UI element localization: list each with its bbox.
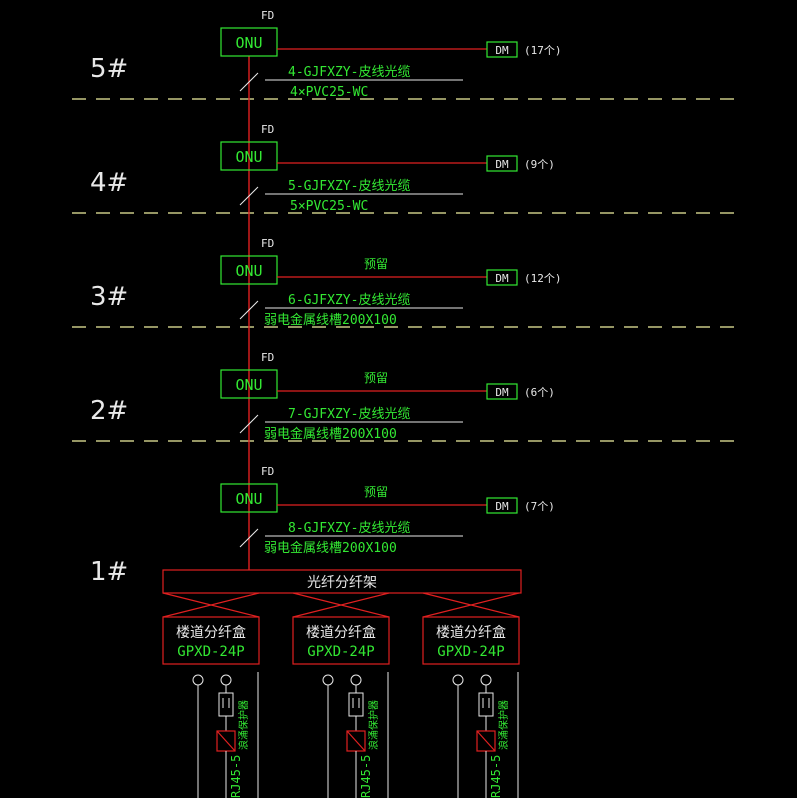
surge-protector-mark	[216, 730, 236, 752]
dm-box	[486, 269, 518, 286]
floor-3: 3# FD ONU 预留 DM (12个) 6-GJFXZY-皮线光缆弱电金属线槽200X1…	[90, 237, 562, 328]
dm-label: DM	[495, 386, 509, 399]
floor-2: 2# FD ONU 预留 DM (6个) 7-GJFXZY-皮线光缆弱电金属线槽200X10…	[90, 351, 555, 442]
onu-box	[220, 255, 278, 285]
conduit-label: 弱电金属线槽200X100	[264, 540, 397, 556]
box-outline	[292, 616, 390, 665]
dm-label: DM	[495, 272, 509, 285]
conduit-label: 5×PVC25-WC	[290, 199, 368, 214]
floor-label: 4#	[90, 168, 128, 198]
reserve-label: 预留	[364, 485, 388, 499]
distribution-box-2: 楼道分纤盒 GPXD-24P 浪涌保护器 RJ45-5	[292, 592, 390, 798]
box-model: GPXD-24P	[177, 644, 244, 660]
dm-label: DM	[495, 44, 509, 57]
fd-label: FD	[261, 9, 274, 22]
cable-label: 8-GJFXZY-皮线光缆	[288, 520, 410, 536]
protector-label: 浪涌保护器	[497, 700, 510, 750]
fiber-distribution-frame: 光纤分纤架	[162, 569, 522, 594]
connector-cross	[422, 592, 520, 618]
dm-label: DM	[495, 500, 509, 513]
dm-label: DM	[495, 158, 509, 171]
connector-cross	[292, 592, 390, 618]
box-name: 楼道分纤盒	[176, 624, 246, 641]
box-outline	[162, 616, 260, 665]
conduit-label: 弱电金属线槽200X100	[264, 312, 397, 328]
dm-box	[486, 155, 518, 172]
outlet-symbol	[192, 674, 204, 686]
outlet-symbol	[480, 674, 492, 686]
onu-box	[220, 27, 278, 57]
cable-label: 4-GJFXZY-皮线光缆	[288, 64, 410, 80]
dm-count: (6个)	[524, 386, 555, 399]
dm-count: (12个)	[524, 272, 562, 285]
connector-cross	[162, 592, 260, 618]
annotation-tick	[239, 72, 259, 92]
floor-4: 4# FD ONU DM (9个) 5-GJFXZY-皮线光缆 5×PVC25-WC	[90, 123, 555, 214]
annotation-tick	[239, 528, 259, 548]
annotation-tick	[239, 186, 259, 206]
onu-box	[220, 369, 278, 399]
onu-label: ONU	[235, 34, 262, 52]
fuse-box	[348, 692, 364, 717]
annotation-tick	[239, 300, 259, 320]
dm-box	[486, 497, 518, 514]
rj45-label: RJ45-5	[489, 755, 503, 798]
onu-label: ONU	[235, 376, 262, 394]
onu-label: ONU	[235, 490, 262, 508]
fuse-box	[478, 692, 494, 717]
onu-box	[220, 483, 278, 513]
box-outline	[422, 616, 520, 665]
box-model: GPXD-24P	[437, 644, 504, 660]
fd-label: FD	[261, 237, 274, 250]
dm-box	[486, 41, 518, 58]
cable-label: 7-GJFXZY-皮线光缆	[288, 406, 410, 422]
outlet-symbol	[350, 674, 362, 686]
surge-protector-mark	[346, 730, 366, 752]
floor-label: 1#	[90, 557, 128, 587]
distribution-box-3: 楼道分纤盒 GPXD-24P 浪涌保护器 RJ45-5	[422, 592, 520, 798]
outlet-symbol	[452, 674, 464, 686]
annotation-tick	[239, 414, 259, 434]
cable-label: 5-GJFXZY-皮线光缆	[288, 178, 410, 194]
conduit-label: 4×PVC25-WC	[290, 85, 368, 100]
outlet-symbol	[322, 674, 334, 686]
box-name: 楼道分纤盒	[306, 624, 376, 641]
floor-label: 5#	[90, 54, 128, 84]
floor-1: 1# FD ONU 预留 DM (7个) 8-GJFXZY-皮线光缆弱电金属线槽200X10…	[90, 465, 555, 587]
outlet-symbol	[220, 674, 232, 686]
dm-count: (9个)	[524, 158, 555, 171]
dm-count: (17个)	[524, 44, 562, 57]
box-model: GPXD-24P	[307, 644, 374, 660]
frame-box	[162, 569, 522, 594]
dm-box	[486, 383, 518, 400]
distribution-box-1: 楼道分纤盒 GPXD-24P 浪涌保护器 RJ45-5	[162, 592, 260, 798]
conduit-label: 弱电金属线槽200X100	[264, 426, 397, 442]
dm-count: (7个)	[524, 500, 555, 513]
cable-label: 6-GJFXZY-皮线光缆	[288, 292, 410, 308]
onu-label: ONU	[235, 262, 262, 280]
floor-label: 3#	[90, 282, 128, 312]
frame-label: 光纤分纤架	[307, 575, 377, 591]
floor-label: 2#	[90, 396, 128, 426]
reserve-label: 预留	[364, 257, 388, 271]
fd-label: FD	[261, 123, 274, 136]
box-name: 楼道分纤盒	[436, 624, 506, 641]
rj45-label: RJ45-5	[359, 755, 373, 798]
floor-5: 5# FD ONU DM (17个) 4-GJFXZY-皮线光缆 4×PVC25-WC	[90, 9, 562, 100]
onu-label: ONU	[235, 148, 262, 166]
fd-label: FD	[261, 465, 274, 478]
onu-box	[220, 141, 278, 171]
protector-label: 浪涌保护器	[367, 700, 380, 750]
fd-label: FD	[261, 351, 274, 364]
reserve-label: 预留	[364, 371, 388, 385]
surge-protector-mark	[476, 730, 496, 752]
protector-label: 浪涌保护器	[237, 700, 250, 750]
fuse-box	[218, 692, 234, 717]
rj45-label: RJ45-5	[229, 755, 243, 798]
